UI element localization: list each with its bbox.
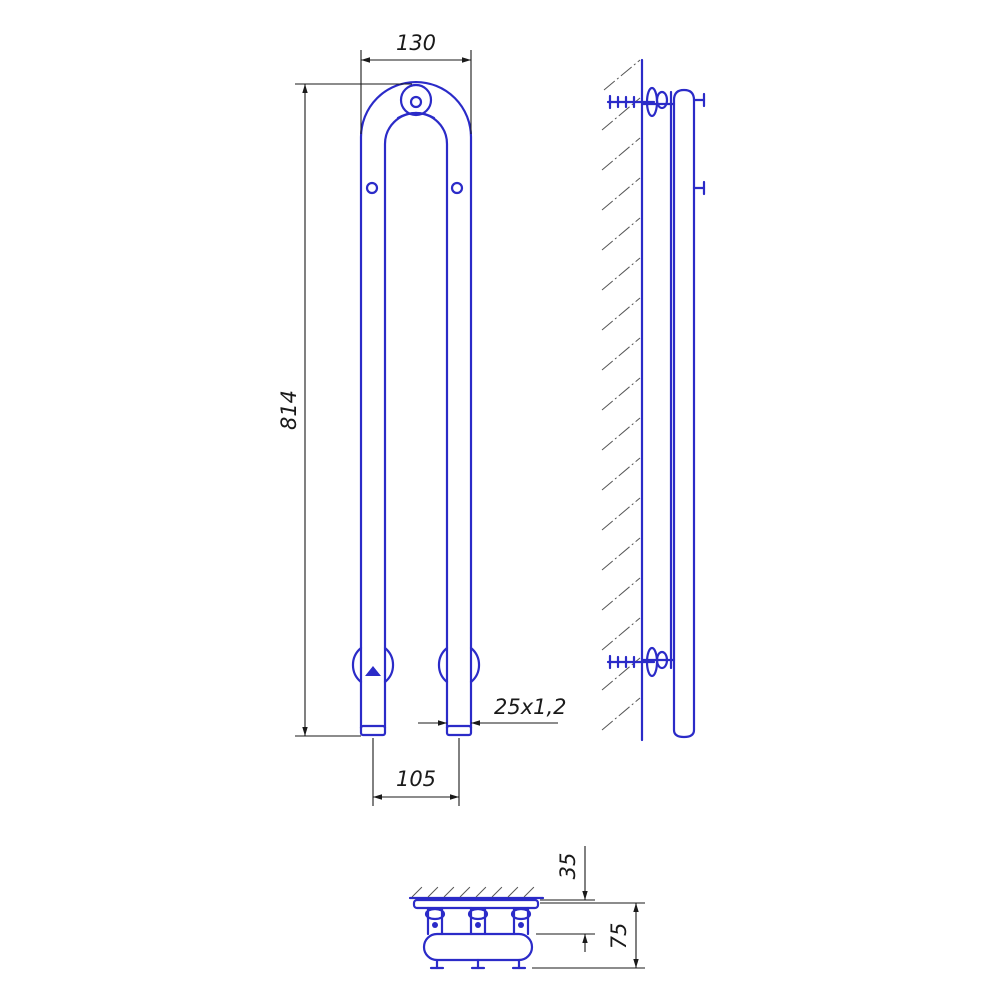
label-pipe: 25x1,2 (494, 695, 567, 719)
side-view (601, 58, 706, 742)
pipe-outer-contour (359, 80, 473, 730)
right-connection-rosette-r (469, 646, 481, 684)
dimension-pipe: 25x1,2 (418, 695, 567, 726)
right-fixing-hole (450, 181, 464, 195)
label-top-width: 130 (396, 31, 436, 55)
heating-element-mark (365, 666, 381, 676)
left-connection-rosette-r (383, 646, 395, 684)
top-mount-hole (409, 95, 423, 109)
top-wall-anchor (606, 86, 669, 118)
left-fixing-hole (365, 181, 379, 195)
top-view-wall-hatching (411, 884, 537, 898)
top-mount-collar (396, 111, 436, 120)
upper-side-pin (692, 92, 706, 108)
top-mount-boss (399, 83, 433, 117)
top-view-standoff-left (424, 906, 446, 936)
lower-side-pin (692, 180, 706, 196)
label-center-distance: 105 (396, 767, 436, 791)
side-tube (672, 88, 696, 739)
dimension-depth: 75 (532, 902, 645, 969)
pipe-inner-contour (383, 111, 449, 730)
dimension-top-width: 130 (360, 31, 472, 134)
top-view-feet (429, 958, 527, 970)
right-pipe-cap (445, 724, 473, 737)
bottom-wall-anchor (606, 646, 669, 678)
left-connection-rosette (351, 646, 363, 684)
top-view-flange (412, 898, 540, 910)
label-height: 814 (277, 390, 301, 430)
top-view-standoff-middle (467, 906, 489, 936)
dimension-height: 814 (277, 83, 412, 737)
top-view-tube (422, 932, 534, 962)
front-view (351, 80, 481, 737)
dimension-wall-offset: 35 (536, 846, 595, 952)
top-view-standoff-right (510, 906, 532, 936)
wall-hatching (601, 59, 641, 731)
top-view (408, 884, 545, 970)
right-connection-rosette (437, 646, 449, 684)
label-depth: 75 (607, 923, 631, 950)
label-wall-offset: 35 (556, 853, 580, 880)
left-pipe-cap (359, 724, 387, 737)
dimension-center-distance: 105 (372, 738, 460, 806)
